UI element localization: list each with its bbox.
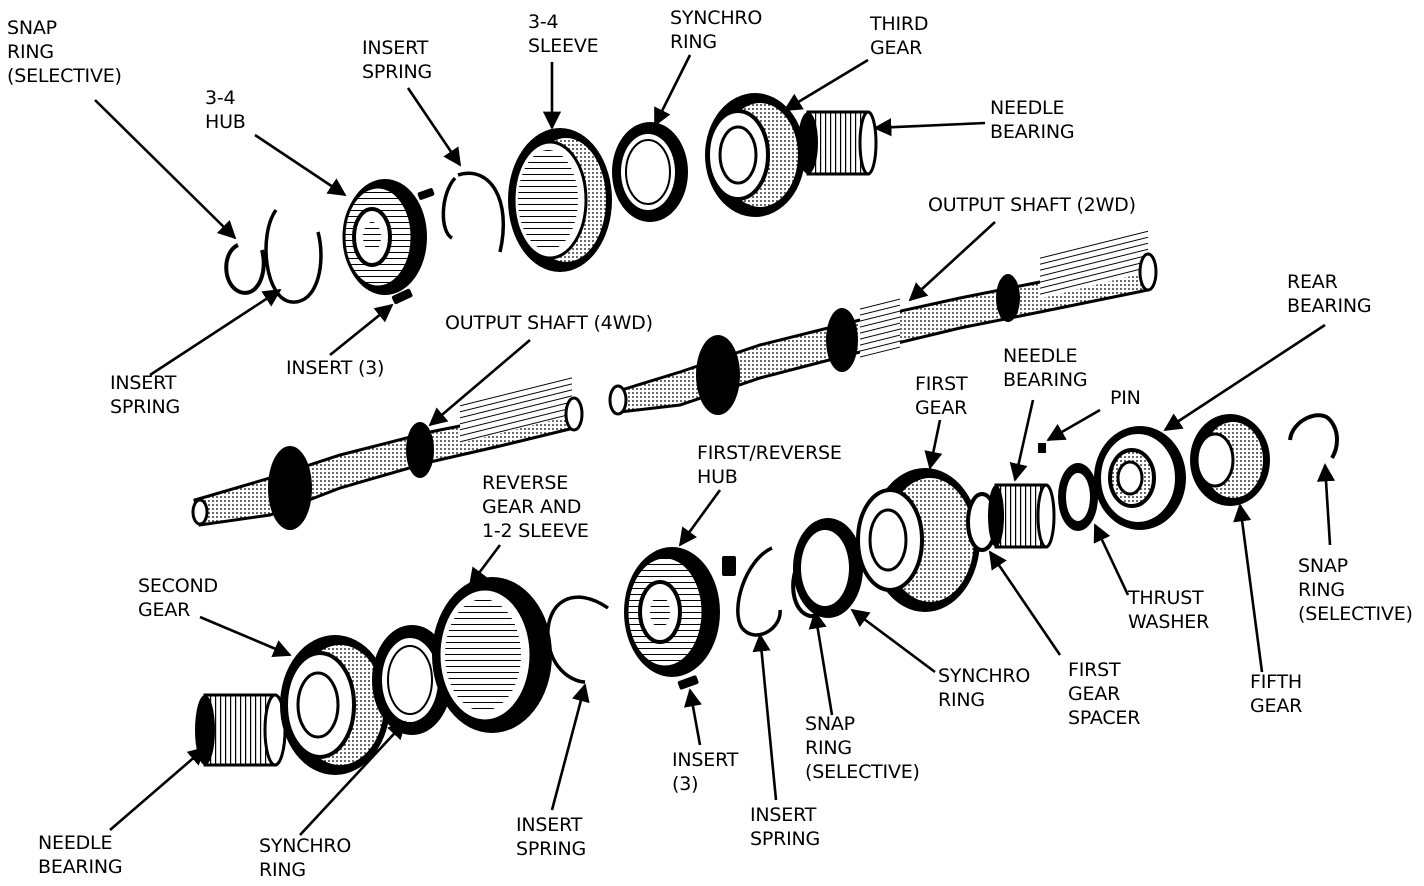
label-insert-3-top: INSERT (3) [286, 357, 385, 379]
snap-ring-top-part [224, 243, 266, 295]
needle-bearing-bottom-part [195, 693, 287, 767]
insert-spring-top-left-part [264, 208, 323, 304]
insert-bottom-part [677, 556, 736, 690]
insert-spring-bottom-left-part [546, 595, 609, 684]
needle-bearing-right-part [988, 483, 1056, 549]
hub-34-part [342, 179, 427, 295]
synchro-ring-bottom-part [372, 625, 452, 735]
label-output-shaft-2wd: OUTPUT SHAFT (2WD) [928, 194, 1136, 216]
second-gear-part [280, 635, 390, 775]
snap-ring-right-part [1288, 413, 1339, 460]
reverse-gear-sleeve-part [432, 577, 552, 733]
label-pin: PIN [1110, 387, 1141, 409]
synchro-ring-top-part [612, 122, 688, 222]
third-gear-part [705, 93, 805, 217]
fifth-gear-part [1190, 414, 1270, 506]
label-output-shaft-4wd: OUTPUT SHAFT (4WD) [445, 312, 653, 334]
pin-part [1038, 443, 1046, 453]
rear-bearing-part [1094, 426, 1186, 530]
insert-spring-bottom-right-part [736, 546, 782, 637]
sleeve-34-part [508, 128, 612, 272]
insert-spring-top-part [441, 171, 506, 253]
first-gear-part [856, 468, 980, 612]
output-shaft-4wd-part [191, 375, 584, 530]
needle-bearing-top-part [798, 110, 878, 176]
leader-lines [94, 54, 1336, 836]
thrust-washer-part [1058, 463, 1098, 531]
output-shaft-2wd-part [608, 226, 1158, 416]
first-reverse-hub-part [624, 547, 720, 677]
label-insert-3-bottom: INSERT(3) [672, 749, 739, 795]
synchro-ring-mid-part [793, 518, 863, 618]
insert-top-part [391, 188, 435, 305]
